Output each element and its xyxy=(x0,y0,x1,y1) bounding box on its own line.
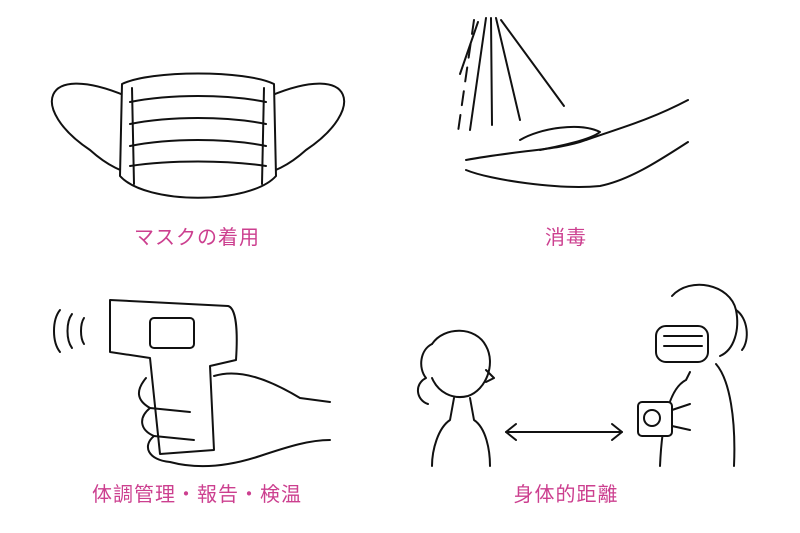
thermometer-gun-icon xyxy=(53,299,331,468)
caption-distance: 身体的距離 xyxy=(513,482,619,506)
social-distance-icon xyxy=(417,283,748,467)
caption-disinfect: 消毒 xyxy=(545,225,587,249)
face-mask-icon xyxy=(50,72,346,199)
spray-hand-icon xyxy=(457,17,689,188)
caption-mask: マスクの着用 xyxy=(134,225,260,249)
caption-temperature: 体調管理・報告・検温 xyxy=(92,482,302,506)
